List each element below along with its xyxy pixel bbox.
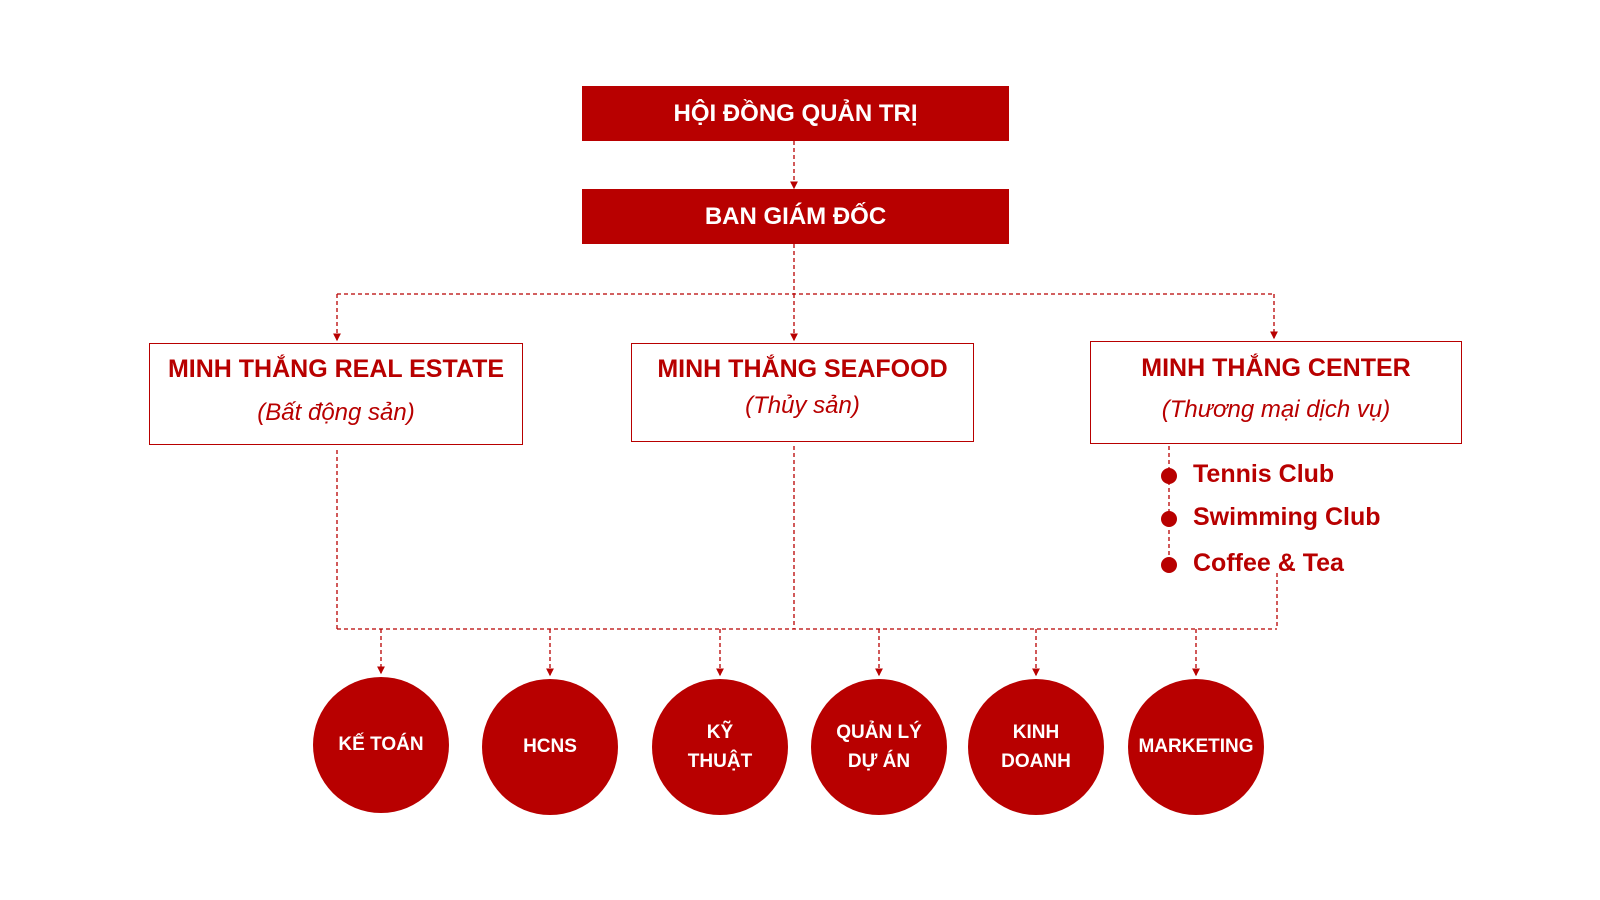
department-ky-thuat: KỸ THUẬT [652, 679, 788, 815]
board-label: HỘI ĐỒNG QUẢN TRỊ [673, 99, 918, 127]
service-item-coffee: Coffee & Tea [1193, 549, 1344, 577]
board-box: HỘI ĐỒNG QUẢN TRỊ [582, 86, 1009, 141]
department-label: QUẢN LÝ [836, 721, 922, 743]
company-name: MINH THẮNG CENTER [1141, 354, 1411, 382]
company-name: MINH THẮNG REAL ESTATE [167, 355, 505, 383]
directors-box: BAN GIÁM ĐỐC [582, 189, 1009, 244]
company-box-center: MINH THẮNG CENTER (Thương mại dịch vụ) [1090, 341, 1462, 444]
company-name: MINH THẮNG SEAFOOD [657, 355, 948, 383]
service-item-swimming: Swimming Club [1193, 503, 1381, 531]
department-kinh-doanh: KINH DOANH [968, 679, 1104, 815]
company-box-seafood: MINH THẮNG SEAFOOD (Thủy sản) [631, 343, 974, 442]
company-box-real-estate: MINH THẮNG REAL ESTATE (Bất động sản) [149, 343, 523, 445]
bullet-dot [1161, 557, 1177, 573]
department-marketing: MARKETING [1128, 679, 1264, 815]
bullet-dot [1161, 468, 1177, 484]
company-sector: (Thương mại dịch vụ) [1161, 396, 1391, 423]
department-label: MARKETING [1138, 736, 1254, 758]
department-label: DỰ ÁN [847, 751, 911, 772]
directors-label: BAN GIÁM ĐỐC [704, 202, 887, 230]
department-label: KỸ [706, 721, 734, 743]
bullet-dot [1161, 511, 1177, 527]
company-sector: (Thủy sản) [745, 392, 860, 419]
department-label: DOANH [1001, 751, 1071, 772]
service-item-tennis: Tennis Club [1193, 460, 1335, 488]
department-label: HCNS [523, 736, 577, 758]
department-label: THUẬT [687, 751, 753, 772]
department-ke-toan: KẾ TOÁN [313, 677, 449, 813]
department-hcns: HCNS [482, 679, 618, 815]
department-label: KINH [1012, 721, 1060, 743]
department-quan-ly-du-an: QUẢN LÝ DỰ ÁN [811, 679, 947, 815]
department-label: KẾ TOÁN [338, 734, 424, 756]
company-sector: (Bất động sản) [257, 399, 415, 426]
